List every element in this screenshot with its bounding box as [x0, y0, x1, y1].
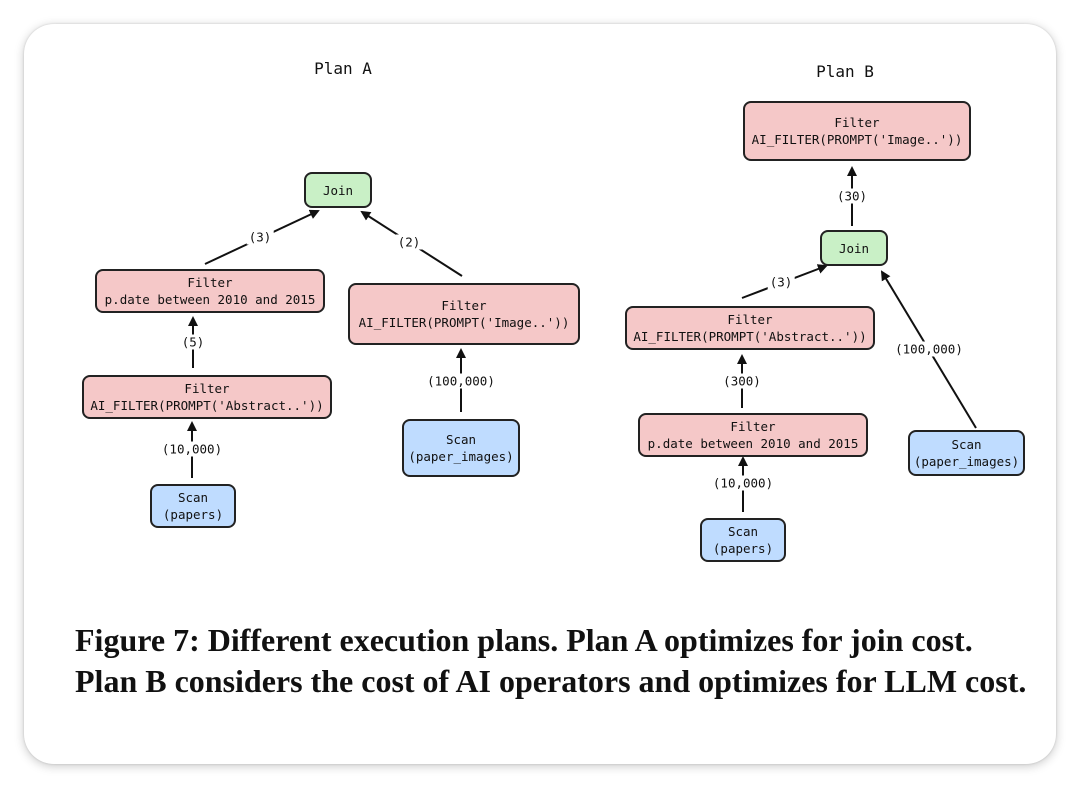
plan-a-scan-papers-node: Scan (papers) [150, 484, 236, 528]
plan-b-edge-label-images-join: (100,000) [893, 341, 965, 357]
plan-a-edge-label-abstract-date: (5) [179, 334, 207, 350]
plan-b-filter-image-node: Filter AI_FILTER(PROMPT('Image..')) [743, 101, 971, 161]
plan-b-edge-label-scan-date: (10,000) [710, 475, 776, 491]
plan-b-filter-abstract-node: Filter AI_FILTER(PROMPT('Abstract..')) [625, 306, 875, 350]
plan-b-scan-papers-node: Scan (papers) [700, 518, 786, 562]
plan-a-edge-label-date-join: (3) [246, 229, 274, 245]
plan-b-title: Plan B [816, 62, 874, 81]
node-detail: (paper_images) [913, 454, 1020, 469]
plan-a-join-label: Join [322, 182, 354, 198]
figure-caption: Figure 7: Different execution plans. Pla… [75, 622, 1027, 699]
node-title: Filter [441, 298, 487, 313]
node-title: Filter [184, 381, 230, 396]
plan-b-edge-label-date-abstract: (300) [721, 373, 763, 389]
node-detail: p.date between 2010 and 2015 [104, 292, 316, 307]
node-detail: (paper_images) [408, 449, 514, 464]
plan-b-edge-label-abstract-join: (3) [767, 274, 795, 290]
node-title: Filter [187, 275, 233, 290]
node-detail: AI_FILTER(PROMPT('Image..')) [358, 315, 570, 330]
node-title: Filter [730, 419, 776, 434]
node-detail: AI_FILTER(PROMPT('Abstract..')) [633, 329, 867, 344]
plan-b-join-node: Join [820, 230, 888, 266]
plan-a-edge-label-scan-image: (100,000) [425, 373, 497, 389]
node-title: Filter [834, 115, 880, 130]
node-title: Scan [445, 432, 477, 447]
plan-a-filter-abstract-node: Filter AI_FILTER(PROMPT('Abstract..')) [82, 375, 332, 419]
node-title: Scan [727, 524, 759, 539]
plan-b-filter-date-node: Filter p.date between 2010 and 2015 [638, 413, 868, 457]
node-title: Filter [727, 312, 773, 327]
node-detail: AI_FILTER(PROMPT('Image..')) [751, 132, 963, 147]
node-title: Scan [951, 437, 982, 452]
plan-b-scan-images-node: Scan (paper_images) [908, 430, 1025, 476]
plan-a-filter-date-node: Filter p.date between 2010 and 2015 [95, 269, 325, 313]
plan-a-scan-images-node: Scan (paper_images) [402, 419, 520, 477]
plan-a-join-node: Join [304, 172, 372, 208]
plan-b-join-label: Join [838, 240, 870, 256]
plan-a-filter-image-node: Filter AI_FILTER(PROMPT('Image..')) [348, 283, 580, 345]
node-detail: (papers) [712, 541, 774, 556]
plan-a-edge-label-image-join: (2) [395, 234, 423, 250]
node-title: Scan [177, 490, 209, 505]
plan-a-edge-label-scan-abstract: (10,000) [159, 441, 225, 457]
node-detail: AI_FILTER(PROMPT('Abstract..')) [90, 398, 324, 413]
plan-b-edge-label-join-image: (30) [834, 188, 870, 204]
plan-a-title: Plan A [314, 59, 372, 78]
node-detail: p.date between 2010 and 2015 [647, 436, 859, 451]
node-detail: (papers) [162, 507, 224, 522]
